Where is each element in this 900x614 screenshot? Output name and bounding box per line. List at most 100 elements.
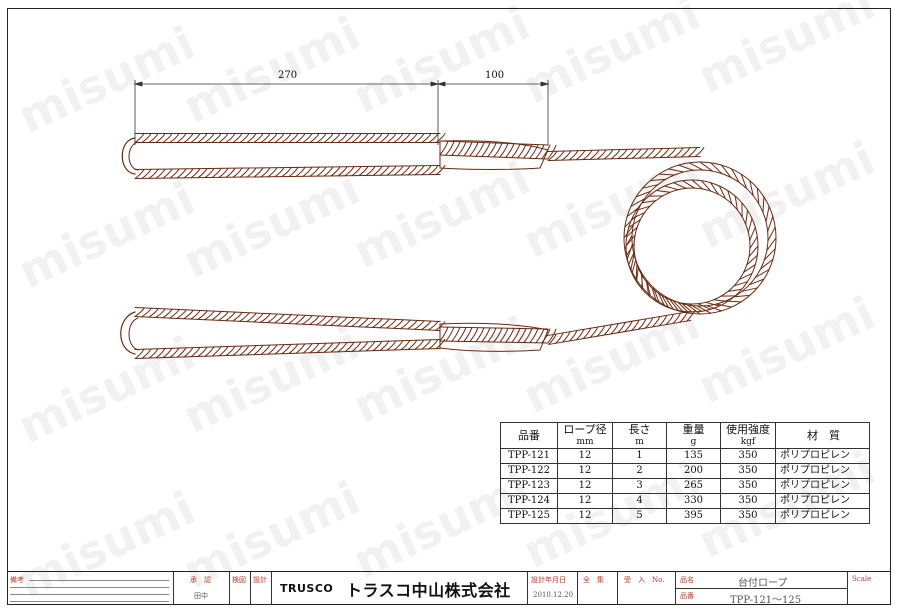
rope-strand — [517, 328, 527, 343]
title-block: 備考 承 認 田中 検図 設計 設計年月日 2010.12.20 全 集 受 入… — [7, 571, 891, 606]
rope-strand — [288, 166, 299, 177]
rope-strand — [582, 149, 593, 161]
remarks-line — [10, 601, 169, 602]
rope-coil — [762, 196, 765, 213]
spec-cell: 200 — [666, 463, 721, 479]
rope-strand — [658, 314, 668, 327]
rope-strand — [295, 343, 306, 354]
rope-strand — [575, 150, 586, 161]
rope-strand — [330, 166, 341, 177]
rope-strand — [386, 318, 397, 329]
rope-coil — [738, 272, 753, 280]
dim-label-eye: 270 — [278, 70, 298, 81]
check-cell: 検図 — [229, 572, 250, 605]
rope-strand — [274, 167, 285, 178]
rope-strand — [344, 133, 355, 143]
rope-strand — [665, 313, 675, 326]
rope-strand — [469, 327, 479, 343]
rope-strand — [134, 348, 145, 359]
rope-coil — [625, 179, 759, 313]
rope-strand — [428, 165, 439, 176]
rope-strand — [379, 133, 390, 143]
rope-strand — [134, 133, 145, 143]
approve-label: 承 認 — [190, 576, 211, 584]
spec-cell: 2 — [612, 463, 667, 479]
rope-strand — [421, 165, 432, 176]
rope-strand — [253, 344, 264, 356]
rope-strand — [288, 343, 299, 354]
rope-strand — [323, 316, 334, 326]
rope-strand — [499, 143, 509, 158]
rope-strand — [568, 330, 578, 342]
rope-strand — [323, 133, 334, 143]
rope-strand — [246, 167, 257, 178]
rope-coil — [688, 162, 704, 171]
rope-splice — [439, 322, 549, 352]
rope-strand — [435, 133, 446, 143]
rope-strand — [190, 133, 201, 143]
rope-strand — [547, 150, 558, 161]
spec-cell: 350 — [720, 448, 776, 464]
rope-strand — [253, 312, 264, 323]
rope-strand — [548, 319, 692, 345]
rope-strand — [562, 331, 571, 343]
rope-strand — [218, 311, 229, 321]
rope-strand — [288, 133, 299, 143]
rope-coil — [630, 253, 635, 271]
receive-cell: 受 入 No. — [617, 572, 675, 605]
rope-coil — [689, 303, 702, 312]
rope-strand — [134, 339, 441, 351]
rope-coil — [710, 162, 723, 175]
rope-strand — [439, 326, 549, 330]
rope-strand — [541, 144, 551, 160]
rope-coil — [646, 281, 650, 297]
revision-cell: 全 集 — [577, 572, 617, 605]
rope-strand — [487, 142, 497, 158]
spec-cell: 3 — [612, 478, 667, 494]
rope-strand — [239, 312, 250, 322]
company-cell — [271, 572, 527, 605]
design-cell: 設計 — [250, 572, 271, 605]
rope-strand — [211, 167, 222, 178]
spec-cell: ポリプロピレン — [775, 463, 870, 479]
rope-coil — [631, 169, 769, 307]
rope-coil — [700, 180, 712, 192]
rope-coil — [749, 236, 758, 249]
rope-strand — [211, 310, 222, 321]
rope-strand — [211, 133, 222, 143]
rope-strand — [246, 345, 257, 356]
rope-strand — [148, 133, 159, 143]
rope-strand — [469, 141, 479, 157]
product-no-label: 品番 — [680, 592, 694, 600]
rope-strand — [267, 313, 278, 324]
rope-strand — [176, 133, 187, 143]
rope-strand — [582, 327, 592, 340]
check-label: 検図 — [232, 576, 246, 584]
rope-strand — [523, 143, 533, 159]
rope-strand — [393, 165, 404, 176]
rope-coil — [651, 287, 657, 302]
rope-strand — [183, 347, 194, 358]
rope-strand — [309, 133, 320, 143]
rope-strand — [218, 345, 229, 357]
spec-cell: 350 — [720, 463, 776, 479]
rope-strand — [239, 133, 250, 143]
rope-strand — [400, 133, 411, 143]
rope-strand — [511, 143, 521, 159]
rope-strand — [134, 307, 145, 317]
product-name: 台付ロープ — [738, 578, 788, 589]
rope-strand — [225, 167, 236, 178]
rope-strand — [603, 149, 614, 160]
rope-strand — [439, 140, 549, 146]
rope-coil — [625, 234, 636, 247]
rope-coil — [699, 161, 714, 172]
rope-coil — [696, 305, 712, 314]
rope-strand — [337, 342, 348, 353]
rope-strand — [617, 321, 626, 334]
